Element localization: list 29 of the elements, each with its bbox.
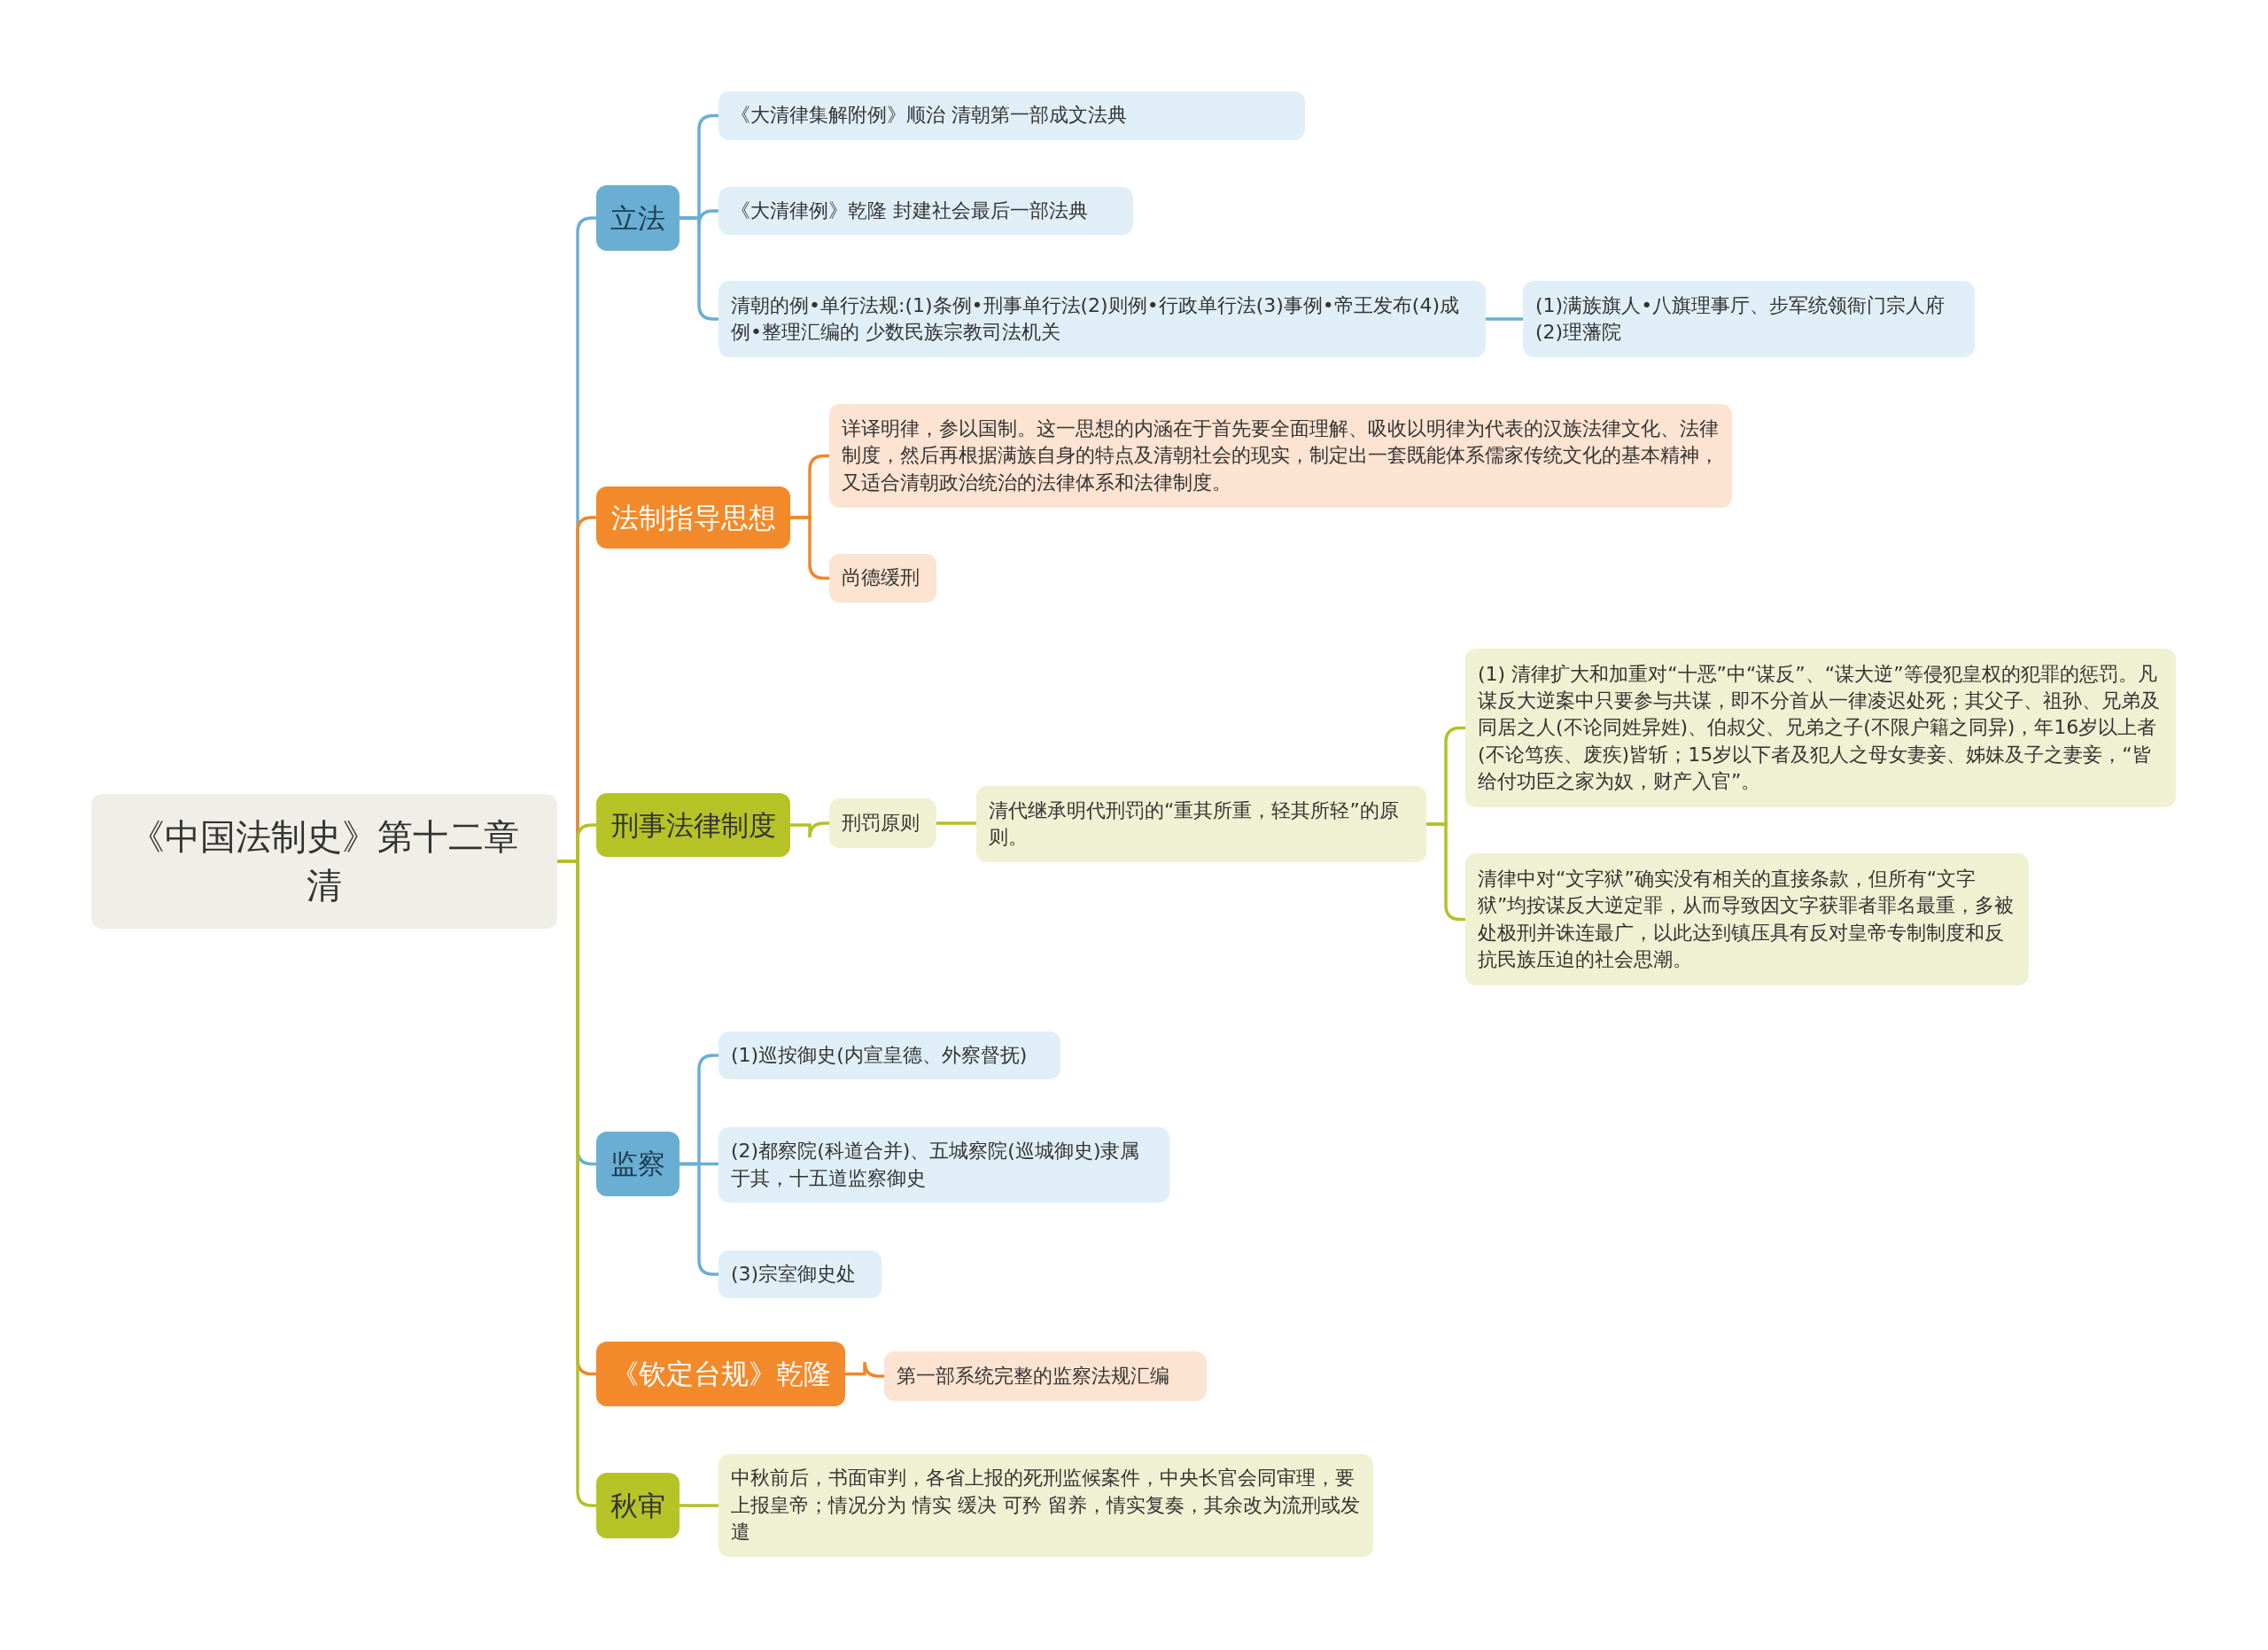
topic-box: 秋审 <box>596 1473 680 1538</box>
root-topic-box: 《中国法制史》第十二章清 <box>91 794 557 929</box>
subtopic-box: 清律中对“文字狱”确实没有相关的直接条款，但所有“文字狱”均按谋反大逆定罪，从而导致因文字获罪者罪名最重，多被处极刑并诛连最广，以此达到镇压具有反对皇帝专制制度和反抗民族压迫的社会思潮。 <box>1465 853 2029 985</box>
connector-line <box>790 821 829 839</box>
subtopic-box: (2)都察院(科道合并)、五城察院(巡城御史)隶属于其，十五道监察御史 <box>718 1127 1169 1202</box>
subtopic-box: 刑罚原则 <box>829 798 936 848</box>
subtopic-box: (1)巡按御史(内宣皇德、外察督抚) <box>718 1031 1060 1079</box>
connector-line <box>845 1360 884 1378</box>
connector-line <box>680 1162 718 1276</box>
subtopic-box: (3)宗室御史处 <box>718 1250 882 1298</box>
subtopic-box: 清朝的例•单行法规:(1)条例•刑事单行法(2)则例•行政单行法(3)事例•帝王发布(4)成例•整理汇编的 少数民族宗教司法机关 <box>718 281 1486 357</box>
subtopic-box: (1) 清律扩大和加重对“十恶”中“谋反”、“谋大逆”等侵犯皇权的犯罪的惩罚。凡谋反大逆案中只要参与共谋，即不分首从一律凌迟处死；其父子、祖孙、兄弟及同居之人(不论同姓异姓)、伯叔父、兄弟之子(不限户籍之同异)，年16岁以上者(不论笃疾、废疾)皆斩；15岁以下者及犯人之母女妻妾、姊妹及子之妻妾，“皆给付功臣之家为奴，财产入官”。 <box>1465 649 2176 807</box>
subtopic-box: (1)满族旗人•八旗理事厅、步军统领衙门宗人府 (2)理藩院 <box>1523 281 1975 357</box>
connector-line <box>1486 317 1523 321</box>
topic-box: 立法 <box>596 185 680 251</box>
subtopic-box: 详译明律，参以国制。这一思想的内涵在于首先要全面理解、吸收以明律为代表的汉族法律文化、法律制度，然后再根据满族自身的特点及清朝社会的现实，制定出一套既能体系儒家传统文化的基本精神，又适合清朝政治统治的法律体系和法律制度。 <box>829 404 1732 508</box>
topic-box: 监察 <box>596 1132 680 1196</box>
topic-box: 法制指导思想 <box>596 486 790 549</box>
subtopic-box: 中秋前后，书面审判，各省上报的死刑监候案件，中央长官会同审理，要上报皇帝；情况分为 情实 缓决 可矜 留养，情实复奏，其余改为流刑或发遣 <box>718 1454 1373 1557</box>
subtopic-box: 清代继承明代刑罚的“重其所重，轻其所轻”的原则。 <box>976 786 1426 862</box>
connector-line <box>680 1504 718 1507</box>
connector-line <box>936 821 976 825</box>
topic-box: 刑事法律制度 <box>596 793 790 857</box>
subtopic-box: 《大清律例》乾隆 封建社会最后一部法典 <box>718 187 1133 235</box>
subtopic-box: 第一部系统完整的监察法规汇编 <box>884 1351 1207 1401</box>
topic-box: 《钦定台规》乾隆 <box>596 1342 845 1406</box>
subtopic-box: 《大清律集解附例》顺治 清朝第一部成文法典 <box>718 91 1305 140</box>
subtopic-box: 尚德缓刑 <box>829 554 936 603</box>
connector-line <box>680 216 718 321</box>
